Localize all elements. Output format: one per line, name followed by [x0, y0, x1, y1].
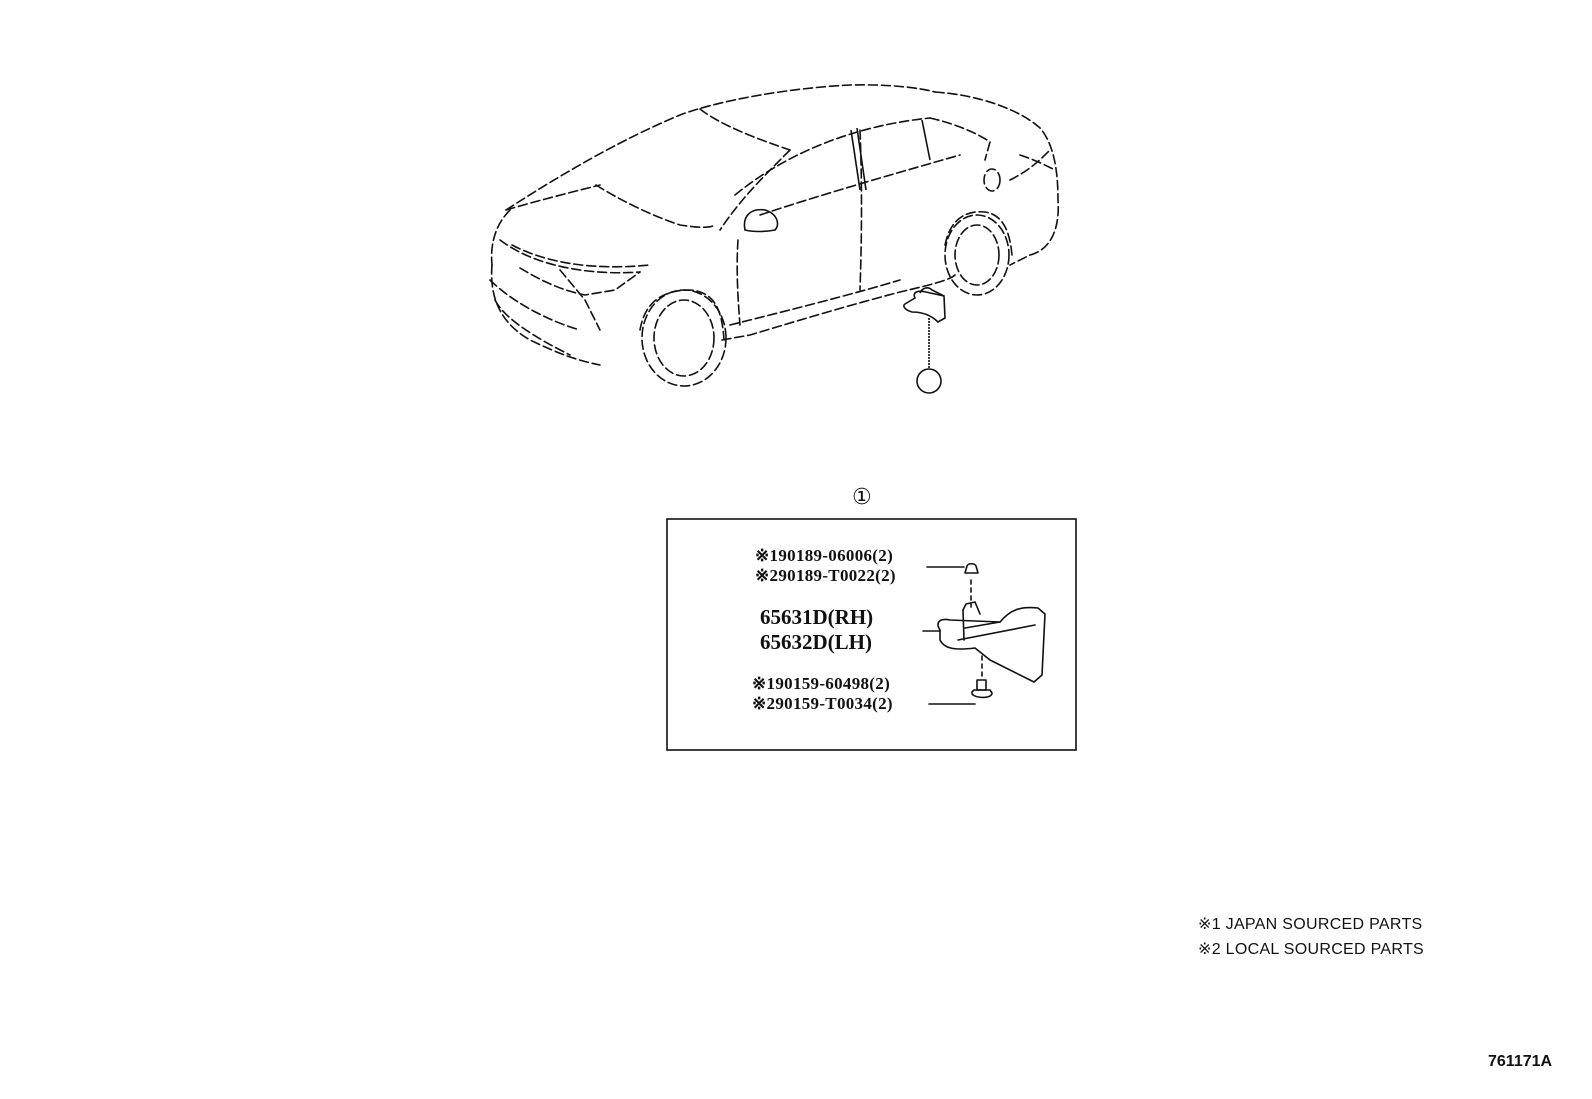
lower-fastener-local-part-number: ※290159-T0034(2): [752, 694, 893, 713]
upper-fastener-local-part-number: ※290189-T0022(2): [755, 566, 896, 585]
mud-guard-rh-part-number: 65631D(RH): [760, 605, 874, 629]
upper-fastener-japan-part-number: ※190189-06006(2): [755, 546, 894, 565]
lower-fastener-japan-part-number: ※190159-60498(2): [752, 674, 891, 693]
legend-local-sourced: ※2 LOCAL SOURCED PARTS: [1198, 941, 1424, 958]
upper-fastener-label: ※190189-06006(2) ※290189-T0022(2): [755, 546, 896, 586]
detail-callout-number: ①: [852, 485, 872, 510]
mud-guard-part-label: 65631D(RH) 65632D(LH): [760, 605, 873, 655]
legend-japan-sourced: ※1 JAPAN SOURCED PARTS: [1198, 916, 1423, 933]
illustration-reference-code: 761171A: [1488, 1053, 1553, 1070]
lower-fastener-label: ※190159-60498(2) ※290159-T0034(2): [752, 674, 893, 714]
mud-guard-lh-part-number: 65632D(LH): [760, 630, 872, 654]
sourcing-legend: ※1 JAPAN SOURCED PARTS ※2 LOCAL SOURCED …: [1198, 912, 1424, 962]
